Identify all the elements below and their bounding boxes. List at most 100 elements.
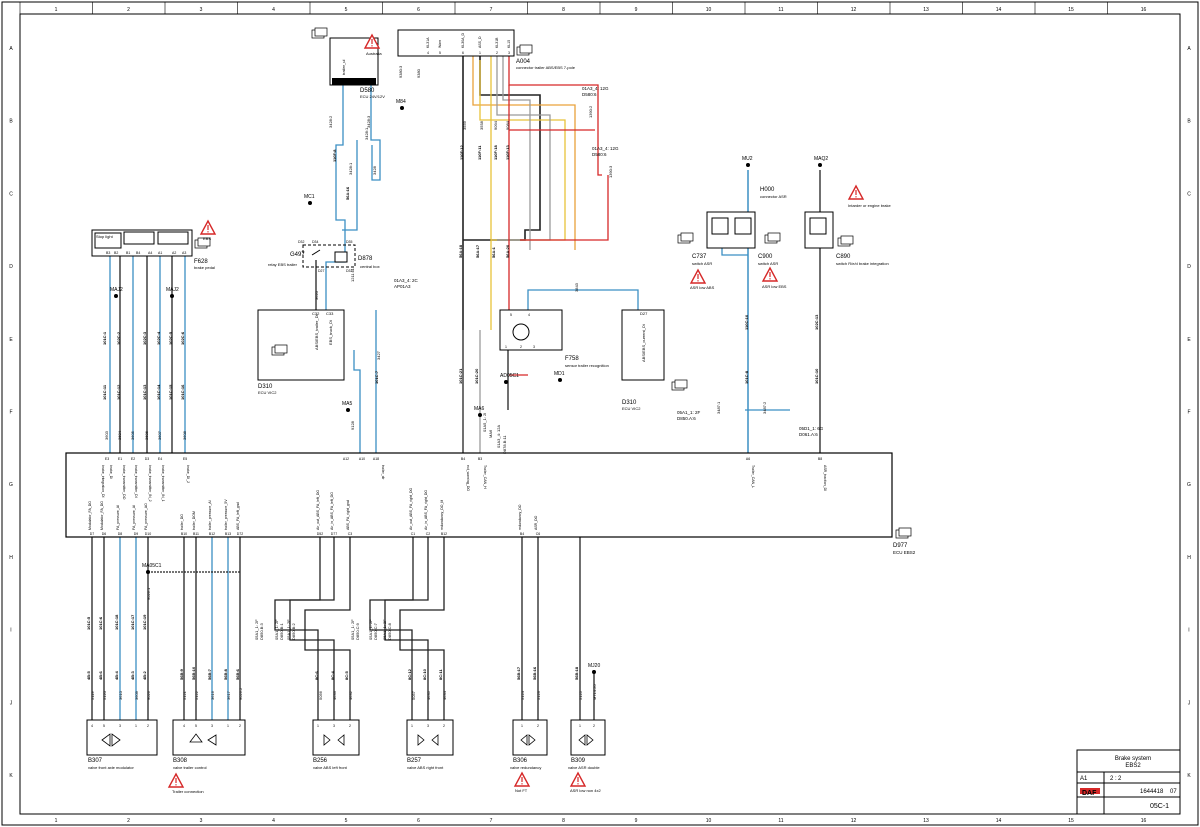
wire-tag: 3617 [226, 690, 231, 700]
cross-ref: D850.B:3 [259, 623, 264, 640]
svg-text:Intarder or engine brake: Intarder or engine brake [848, 203, 891, 208]
svg-text:valve ABS right front: valve ABS right front [407, 765, 444, 770]
column-number: 6 [417, 7, 420, 13]
ecu-pin: D72 [237, 532, 243, 536]
wire-tag: M714:20 [592, 684, 597, 700]
valve-pin: 3 [333, 724, 335, 728]
d878-pin: D27 [318, 269, 324, 273]
row-letter: B [9, 119, 13, 125]
wire-tag: 5057 [411, 690, 416, 700]
ecu-signal: ABS_FA_left_gnd [236, 502, 240, 530]
drawing-title: Brake system [1115, 756, 1151, 762]
valve-pin: 5 [103, 724, 105, 728]
wire-section: 110F:11 [477, 145, 482, 160]
wire-section: 56B:18 [574, 666, 579, 680]
ecu-pin: E3 [105, 457, 109, 461]
svg-text:Australia: Australia [366, 51, 382, 56]
d977-desc: ECU EBS2 [893, 550, 916, 555]
svg-text:ECU VIC2: ECU VIC2 [622, 406, 641, 411]
wire-section: 110F:12 [459, 145, 464, 160]
column-number: 16 [1141, 818, 1147, 824]
row-letter: E [1187, 337, 1191, 343]
f758-pin: 2 [520, 345, 522, 349]
row-letter: B [1187, 119, 1191, 125]
row-letter: A [1187, 46, 1191, 52]
wire-section: 101C:13 [142, 384, 147, 400]
daf-logo: DAF [1082, 790, 1097, 797]
ecu-signal: brake_transmitter_DI [134, 465, 138, 498]
wire-section: 101C:8 [744, 370, 749, 384]
column-number: 10 [706, 818, 712, 824]
a004-pin-name: ASS_D [478, 36, 482, 48]
cross-ref: 05A1_1: 2F [350, 619, 355, 640]
valve-pin: 2 [349, 724, 351, 728]
ecu-signal: trailer_DOM [192, 511, 196, 530]
column-number: 4 [272, 7, 275, 13]
wire-section: 101C:1 [102, 331, 107, 345]
valve-pin: 2 [443, 724, 445, 728]
svg-text:F628: F628 [194, 259, 208, 265]
row-letter: A [9, 46, 13, 52]
wire-section: 101C:10 [814, 368, 819, 384]
svg-text:ABS/EBS_current_Di: ABS/EBS_current_Di [641, 324, 646, 362]
wire-section: 101C:11 [102, 384, 107, 400]
cross-ref: D580:6 [592, 152, 607, 157]
valve-pin: 1 [579, 724, 581, 728]
ground-node [308, 201, 312, 205]
wire-tag: 3607 [157, 430, 162, 440]
svg-text:H000: H000 [760, 187, 775, 193]
svg-text:F758: F758 [565, 356, 579, 362]
f758-pin: 3 [533, 345, 535, 349]
wire-section: 101C:12 [116, 384, 121, 400]
ground-node [478, 413, 482, 417]
ecu-signal: ext_warning_DO [466, 465, 470, 491]
ecu-pin: B4 [520, 532, 524, 536]
ecu-pin: E5 [183, 457, 187, 461]
wire-section: 4B:3 [130, 671, 135, 680]
ecu-signal: brake_transmitter_IN_2 [148, 465, 152, 502]
svg-text:B309: B309 [571, 758, 586, 764]
wire-tag: 3605 [130, 430, 135, 440]
svg-text:ABS/EBS_trailer_Di: ABS/EBS_trailer_Di [314, 315, 319, 350]
wire-section: 101C:6 [98, 616, 103, 630]
wire-section: 8C:5 [344, 671, 349, 680]
column-number: 15 [1068, 818, 1074, 824]
column-number: 12 [851, 818, 857, 824]
svg-text:valve front axle modulator: valve front axle modulator [88, 765, 134, 770]
b308-box [172, 719, 246, 756]
wire-tag: 5120 [102, 690, 107, 700]
ground-label: MAQ2 [814, 156, 828, 162]
ecu-pin: A18 [373, 457, 379, 461]
wire-section: 56A:17 [475, 244, 480, 258]
wire-section: 56B:10 [191, 666, 196, 680]
wire-tag: 3608 [182, 430, 187, 440]
ground-label: MAJ2 [166, 287, 179, 293]
column-number: 5 [345, 7, 348, 13]
ecu-pin: E1 [118, 457, 122, 461]
ecu-signal: Trailer_CAN_L [751, 465, 755, 488]
ecu-pin: B12 [209, 532, 215, 536]
valve-pin: 4 [183, 724, 185, 728]
column-number: 9 [635, 818, 638, 824]
cross-ref: D878.B:11 [502, 435, 507, 454]
ground-node [558, 378, 562, 382]
ecu-pin: C3 [348, 532, 353, 536]
valve-pin: 1 [227, 724, 229, 728]
valve-pin: 3 [119, 724, 121, 728]
row-letter: K [1187, 773, 1191, 779]
cross-ref: D850.C:7 [373, 622, 378, 640]
b306-box [512, 719, 548, 756]
ecu-pin: E2 [131, 457, 135, 461]
ecu-pin: B8 [818, 457, 822, 461]
ecu-pin: B13 [225, 532, 231, 536]
wire-tag: 5121 [182, 690, 187, 700]
wire-tag: 1390:2 [588, 105, 593, 118]
warning-icon [570, 772, 586, 787]
ground-node [504, 380, 508, 384]
d878-pin: D35 [346, 240, 352, 244]
f628-pin: B1 [126, 251, 130, 255]
